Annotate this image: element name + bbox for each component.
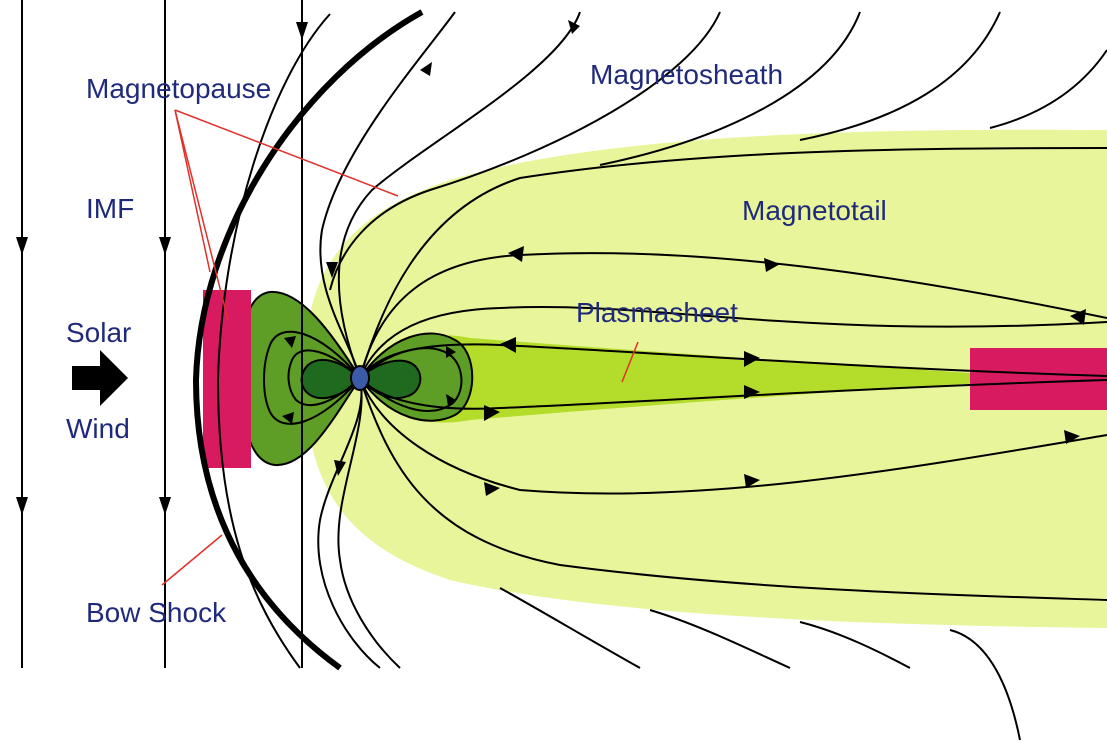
label-solar: Solar bbox=[66, 317, 131, 348]
solar-wind-arrow-icon bbox=[72, 350, 128, 406]
label-magnetopause: Magnetopause bbox=[86, 73, 271, 104]
earth bbox=[351, 366, 369, 390]
label-bow-shock: Bow Shock bbox=[86, 597, 227, 628]
label-plasmasheet: Plasmasheet bbox=[576, 297, 738, 328]
label-magnetosheath: Magnetosheath bbox=[590, 59, 783, 90]
nightside-reconnection-box bbox=[970, 348, 1107, 410]
label-imf: IMF bbox=[86, 193, 134, 224]
label-magnetotail: Magnetotail bbox=[742, 195, 887, 226]
label-wind: Wind bbox=[66, 413, 130, 444]
